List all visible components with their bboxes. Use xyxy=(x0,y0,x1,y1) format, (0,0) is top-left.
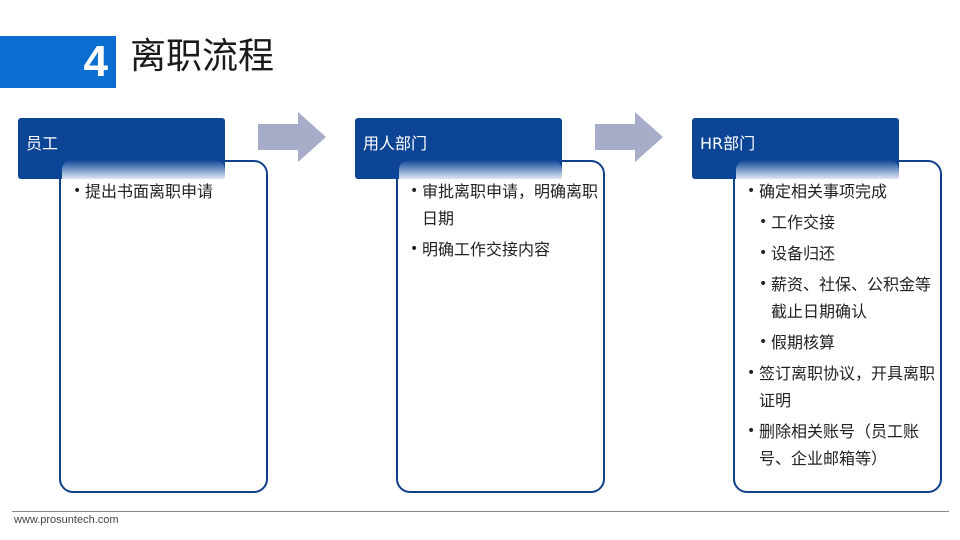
footer-divider xyxy=(12,511,949,512)
step-items: 确定相关事项完成工作交接设备归还薪资、社保、公积金等截止日期确认假期核算签订离职… xyxy=(747,178,937,476)
step-card xyxy=(59,160,268,493)
flow-arrow-icon xyxy=(595,112,663,162)
step-header-label: 员工 xyxy=(26,134,59,153)
arrow-shape xyxy=(258,112,326,162)
list-item: 审批离职申请，明确离职日期 xyxy=(410,178,600,232)
flow-arrow-icon xyxy=(258,112,326,162)
page-title: 离职流程 xyxy=(130,36,275,77)
list-item: 提出书面离职申请 xyxy=(73,178,263,205)
step-header-label: HR部门 xyxy=(700,134,756,153)
step-hr: HR部门 确定相关事项完成工作交接设备归还薪资、社保、公积金等截止日期确认假期核… xyxy=(692,118,952,498)
footer-url: www.prosuntech.com xyxy=(14,514,119,526)
sub-list-item: 假期核算 xyxy=(759,329,937,356)
list-item: 删除相关账号（员工账号、企业邮箱等） xyxy=(747,418,937,472)
slide-number: 4 xyxy=(83,37,108,86)
arrow-shape xyxy=(595,112,663,162)
list-item: 签订离职协议，开具离职证明 xyxy=(747,360,937,414)
sub-list-item: 工作交接 xyxy=(759,209,937,236)
list-item: 明确工作交接内容 xyxy=(410,236,600,263)
step-items: 提出书面离职申请 xyxy=(73,178,263,209)
list-item: 确定相关事项完成 xyxy=(747,178,937,205)
step-header-fade xyxy=(399,160,562,179)
step-header-label: 用人部门 xyxy=(363,134,428,153)
slide-number-badge: 4 xyxy=(0,36,116,88)
step-header-fade xyxy=(736,160,899,179)
sub-list-item: 薪资、社保、公积金等截止日期确认 xyxy=(759,271,937,325)
step-department: 用人部门 审批离职申请，明确离职日期明确工作交接内容 xyxy=(355,118,615,498)
step-header-fade xyxy=(62,160,225,179)
step-employee: 员工 提出书面离职申请 xyxy=(18,118,278,498)
sub-list-item: 设备归还 xyxy=(759,240,937,267)
step-items: 审批离职申请，明确离职日期明确工作交接内容 xyxy=(410,178,600,267)
